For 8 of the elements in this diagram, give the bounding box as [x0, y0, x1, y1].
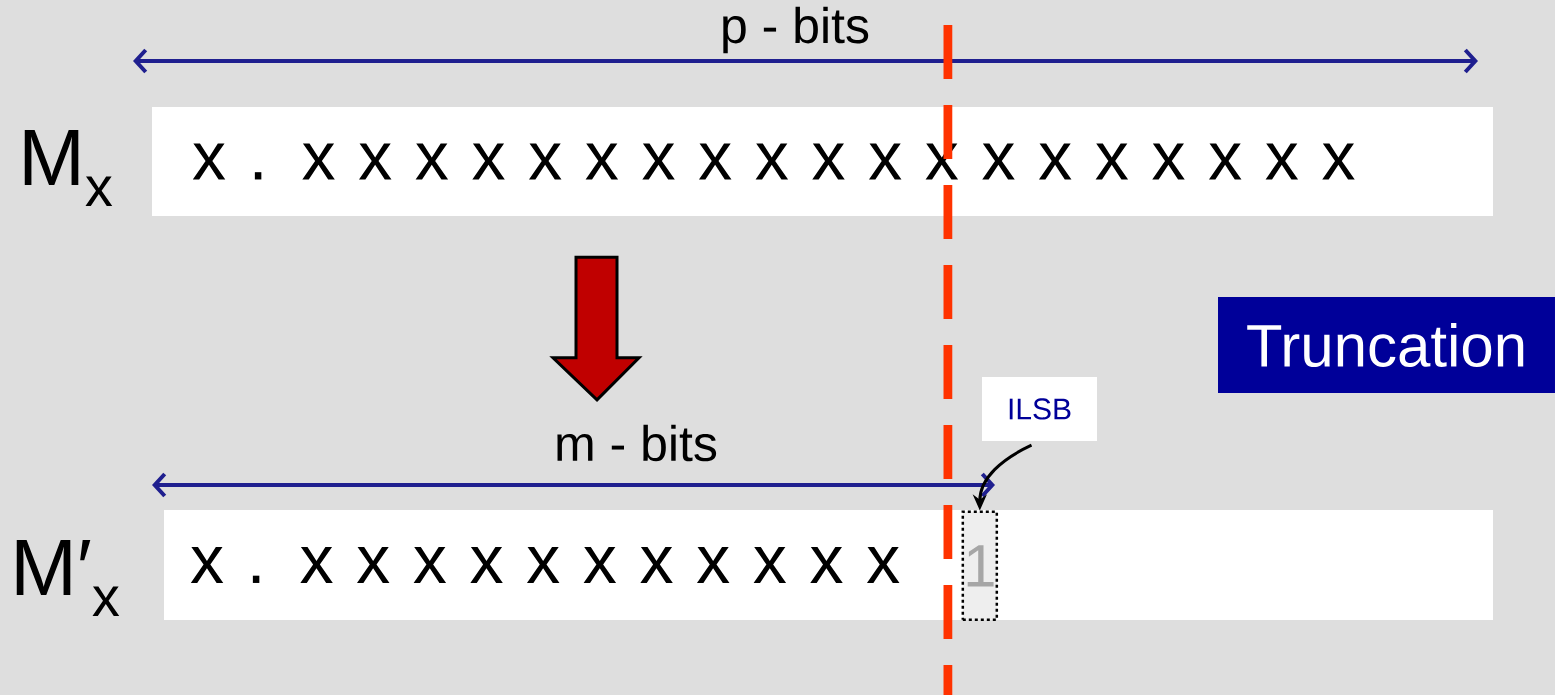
block-arrow: [549, 255, 643, 402]
register-label: M′$_{x}$: [16, 539, 120, 616]
dimension-label: m - bits: [557, 424, 717, 462]
register-label: M$_{x}$: [24, 130, 113, 206]
dimension-label: p - bits: [723, 6, 869, 54]
bit-box: 1: [961, 510, 999, 622]
label-box: Truncation: [1218, 297, 1555, 393]
callout-box: ILSB: [982, 377, 1097, 441]
